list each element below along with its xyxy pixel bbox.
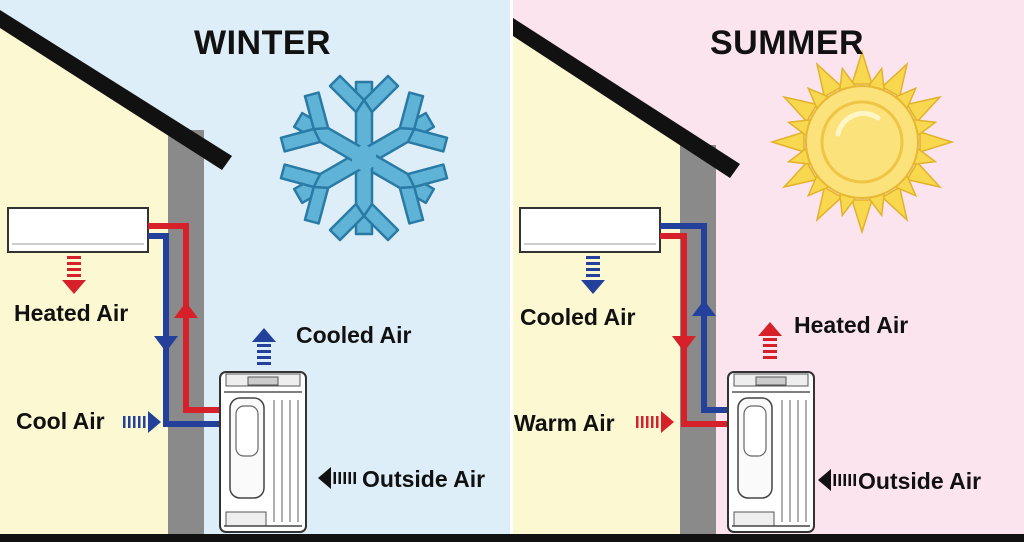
summer-cooled-air-arrow [581,256,605,294]
winter-panel [0,0,512,542]
winter-outdoor-top-label: Cooled Air [296,322,412,348]
winter-indoor-unit [7,207,149,253]
sun-icon [769,49,955,235]
winter-outdoor-unit [219,371,307,533]
summer-heat-flow-arrow [672,336,696,352]
winter-house-wall [0,14,168,542]
winter-indoor-label: Heated Air [14,300,129,326]
summer-roof [513,18,740,178]
summer-indoor-unit [519,207,661,253]
summer-indoor-label: Cooled Air [520,304,636,330]
summer-outside-label: Outside Air [858,468,982,494]
winter-outside-label: Outside Air [362,466,486,492]
snowflake-icon [274,74,454,242]
winter-roof [0,10,232,170]
winter-cool-line [148,233,222,427]
winter-cool-flow-arrow [154,336,178,352]
summer-intake-label: Warm Air [514,410,615,436]
summer-cool-flow-arrow [692,300,716,316]
summer-cool-line [660,223,730,413]
winter-heat-flow-arrow [174,302,198,318]
summer-title: SUMMER [710,24,865,62]
winter-title: WINTER [194,24,332,62]
winter-heated-air-arrow [62,256,86,294]
summer-heat-line [660,233,730,427]
summer-panel [510,0,1024,542]
winter-intake-label: Cool Air [16,408,105,434]
summer-outdoor-top-label: Heated Air [794,312,909,338]
summer-outdoor-unit [727,371,815,533]
ground-line [0,534,1024,542]
